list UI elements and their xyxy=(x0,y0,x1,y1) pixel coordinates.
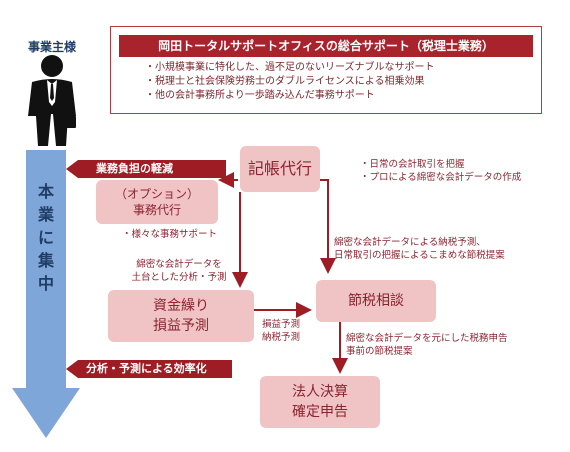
bookkeeping-note: ・プロによる綿密な会計データの作成 xyxy=(360,172,522,183)
summary-title: 岡田トータルサポートオフィスの総合サポート（税理士業務） xyxy=(119,35,533,57)
corporate-line1: 法人決算 xyxy=(292,384,348,400)
pl-note: 損益予測 納税予測 xyxy=(262,319,301,343)
option-box: （オプション） 事務代行 xyxy=(96,180,218,224)
filing-note: 綿密な会計データを元にした税務申告 事前の節税提案 xyxy=(346,333,508,357)
focus-arrow xyxy=(12,150,80,438)
tax-forecast-note: 綿密な会計データによる納税予測、 日常取引の把握によるこまめな節税提案 xyxy=(334,237,505,261)
option-name: 事務代行 xyxy=(132,203,181,217)
efficiency-tag-shape xyxy=(66,360,232,378)
summary-point: 他の会計事務所より一歩踏み込んだ事務サポート xyxy=(145,89,435,103)
cashflow-box: 資金繰り 損益予測 xyxy=(108,290,254,342)
bookkeeping-note: ・日常の会計取引を把握 xyxy=(360,159,465,170)
summary-list: 小規模事業に特化した、過不足のないリーズナブルなサポート 税理士と社会保険労務士… xyxy=(145,61,435,103)
option-note: ・様々な事務サポート xyxy=(122,229,218,240)
summary-point: 税理士と社会保険労務士のダブルライセンスによる相乗効果 xyxy=(145,75,435,89)
cashflow-line2: 損益予測 xyxy=(153,318,209,334)
bookkeeping-box: 記帳代行 xyxy=(240,146,320,192)
corporate-filing-box: 法人決算 確定申告 xyxy=(260,376,380,428)
service-summary: 岡田トータルサポートオフィスの総合サポート（税理士業務） 小規模事業に特化した、… xyxy=(110,26,542,114)
option-label: （オプション） xyxy=(114,187,199,201)
summary-point: 小規模事業に特化した、過不足のないリーズナブルなサポート xyxy=(145,61,435,75)
owner-label: 事業主様 xyxy=(27,40,76,54)
businessman-icon xyxy=(28,55,76,146)
burden-tag: 業務負担の軽減 xyxy=(96,162,173,175)
corporate-line2: 確定申告 xyxy=(292,404,348,420)
cashflow-line1: 資金繰り xyxy=(153,298,209,314)
tax-consult-box: 節税相談 xyxy=(316,280,436,322)
burden-tag-shape xyxy=(66,160,226,178)
focus-arrow-label: 本業に集中 xyxy=(37,182,54,293)
analysis-note: 綿密な会計データを 土台とした分析・予測 xyxy=(131,259,227,283)
efficiency-tag: 分析・予測による効率化 xyxy=(86,362,207,375)
bookkeeping-notes: ・日常の会計取引を把握 ・プロによる綿密な会計データの作成 xyxy=(360,158,521,184)
